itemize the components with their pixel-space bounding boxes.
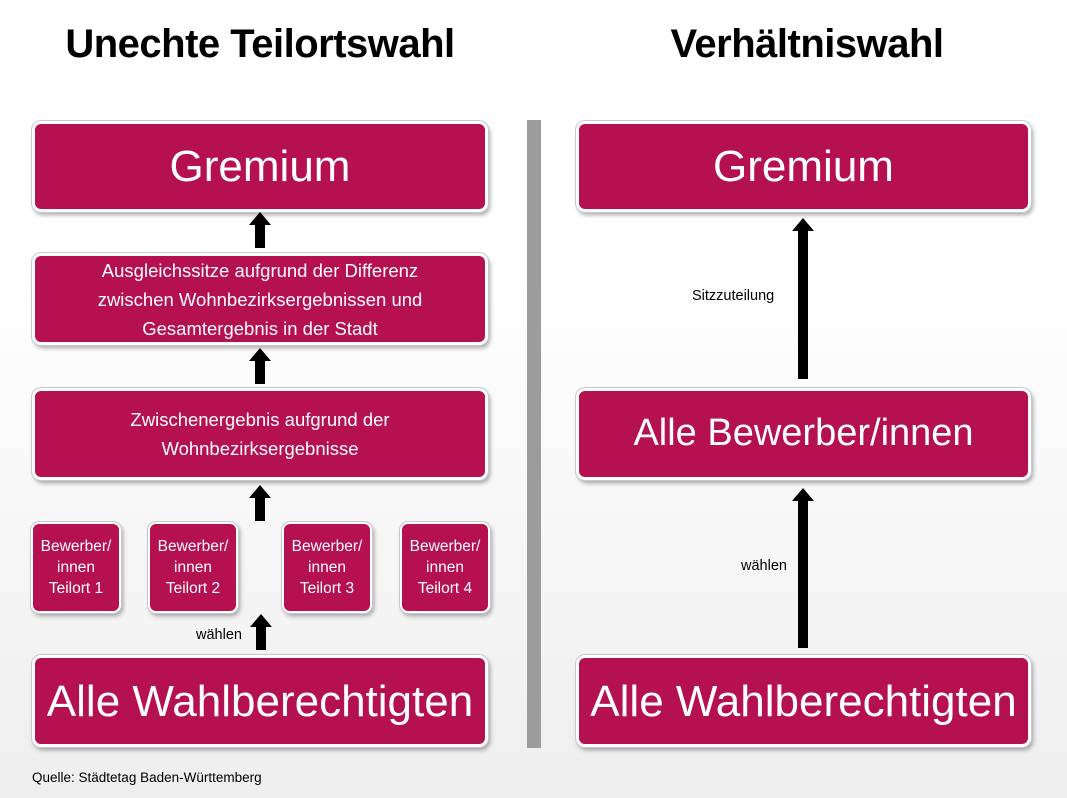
- ausgleich-line-1: Ausgleichssitze aufgrund der Differenz: [101, 259, 419, 281]
- right-arrow-sitzzuteilung: [792, 218, 814, 379]
- left-waehlen-label: wählen: [196, 627, 242, 643]
- teilort-1-line-1: Bewerber/: [40, 538, 112, 555]
- zwischen-line-2: Wohnbezirksergebnisse: [161, 438, 359, 459]
- right-sitz-label: Sitzzuteilung: [692, 288, 775, 304]
- teilort-4-line-1: Bewerber/: [409, 538, 481, 555]
- teilort-3-line-3: Teilort 3: [299, 580, 355, 597]
- left-wahlberechtigte-box: Alle Wahlberechtigten: [32, 655, 488, 747]
- right-gremium-label: Gremium: [713, 142, 894, 191]
- left-arrow-to-gremium: [249, 212, 271, 248]
- right-waehlen-label: wählen: [741, 558, 787, 574]
- left-arrow-to-ausgleich: [249, 348, 271, 384]
- ausgleich-line-3: Gesamtergebnis in der Stadt: [142, 317, 378, 339]
- teilort-2-line-2: innen: [174, 559, 212, 576]
- teilort-4-line-3: Teilort 4: [417, 580, 473, 597]
- right-wahlberechtigte-label: Alle Wahlberechtigten: [590, 676, 1017, 726]
- left-gremium-box: Gremium: [32, 121, 488, 212]
- left-arrow-waehlen: [250, 614, 272, 650]
- teilort-box-3: Bewerber/ innen Teilort 3: [282, 522, 372, 613]
- teilort-1-line-2: innen: [57, 559, 95, 576]
- teilort-1-line-3: Teilort 1: [48, 580, 104, 597]
- zwischen-line-1: Zwischenergebnis aufgrund der: [130, 409, 390, 430]
- right-title: Verhältniswahl: [670, 22, 944, 66]
- left-title: Unechte Teilortswahl: [65, 22, 455, 66]
- teilort-4-line-2: innen: [426, 559, 464, 576]
- source-note: Quelle: Städtetag Baden-Württemberg: [32, 770, 262, 785]
- right-wahlberechtigte-box: Alle Wahlberechtigten: [576, 655, 1031, 747]
- left-wahlberechtigte-label: Alle Wahlberechtigten: [46, 676, 474, 726]
- teilort-3-line-1: Bewerber/: [291, 538, 363, 555]
- teilort-box-1: Bewerber/ innen Teilort 1: [31, 522, 121, 613]
- right-bewerber-label: Alle Bewerber/innen: [633, 412, 974, 455]
- right-arrow-waehlen: [792, 488, 814, 648]
- right-bewerber-box: Alle Bewerber/innen: [576, 388, 1031, 480]
- right-gremium-box: Gremium: [576, 121, 1031, 212]
- teilort-box-2: Bewerber/ innen Teilort 2: [148, 522, 238, 613]
- teilort-box-4: Bewerber/ innen Teilort 4: [400, 522, 490, 613]
- column-divider: [527, 120, 541, 748]
- left-gremium-label: Gremium: [169, 142, 351, 191]
- teilort-2-line-3: Teilort 2: [165, 580, 221, 597]
- ausgleich-line-2: zwischen Wohnbezirksergebnissen und: [97, 288, 423, 310]
- teilort-3-line-2: innen: [308, 559, 346, 576]
- left-arrow-to-zwischen: [249, 485, 271, 521]
- left-zwischen-box: Zwischenergebnis aufgrund der Wohnbezirk…: [32, 388, 488, 480]
- left-ausgleich-box: Ausgleichssitze aufgrund der Differenz z…: [32, 253, 488, 345]
- teilort-2-line-1: Bewerber/: [157, 538, 229, 555]
